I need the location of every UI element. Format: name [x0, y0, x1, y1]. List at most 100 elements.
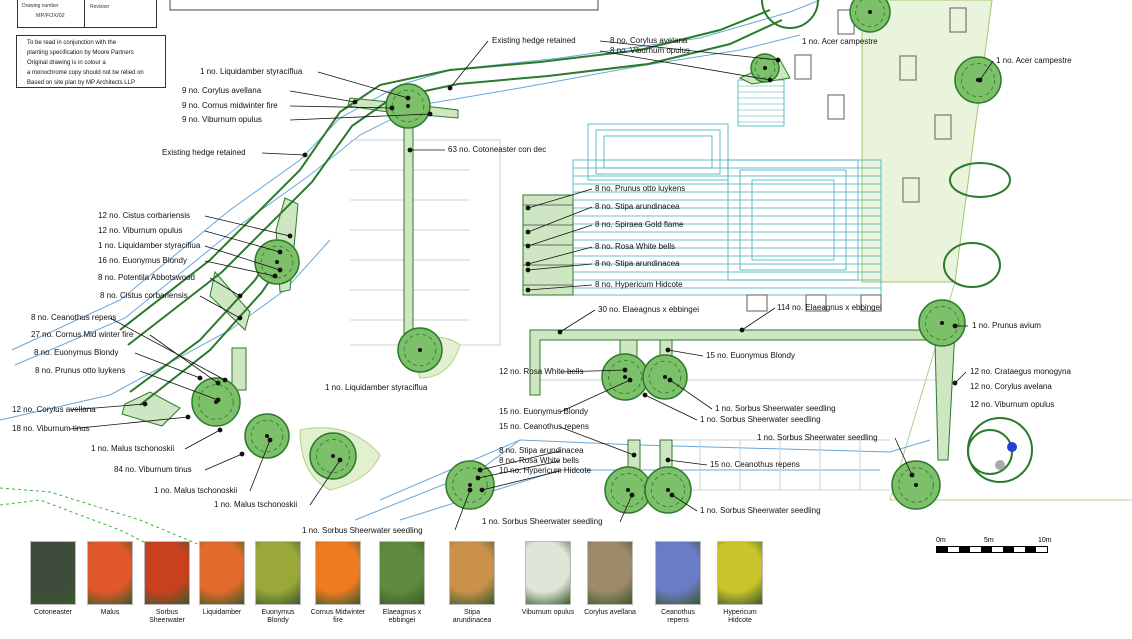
plant-name: Sorbus Sheerwater	[149, 609, 185, 624]
label-malus-1: 1 no. Malus tschonoskii	[91, 444, 175, 453]
label-rosa-8: 8 no. Rosa White bells	[499, 456, 580, 465]
label-viburnum-3: 8 no. Viburnum opulus	[610, 46, 690, 55]
plant-photo	[449, 541, 495, 605]
label-euonymus-15a: 15 no. Euonymus Blondy	[706, 351, 795, 360]
label-hypericum-10: 10 no. Hypericum Hidcote	[499, 466, 592, 475]
leader-line	[204, 260, 276, 277]
label-sorbus-4: 1 no. Sorbus Sheerwater seedling	[700, 506, 821, 515]
drawing-number: MP/FOX/02	[36, 13, 65, 19]
label-liquidamber-3: 1 no. Liquidamber styraciflua	[325, 383, 428, 392]
leader-line	[449, 40, 489, 89]
note-line: a monochrome copy should not be relied o…	[27, 70, 144, 76]
plant-photo	[87, 541, 133, 605]
leader-line	[69, 403, 146, 411]
label-euonymus-1: 16 no. Euonymus Blondy	[98, 256, 187, 265]
note-line: To be read in conjunction with the	[27, 40, 117, 46]
plant-name: Stipa arundinacea	[452, 609, 492, 624]
revision-label: Revision	[90, 4, 110, 10]
label-corylus-2: 12 no. Corylus avellana	[12, 405, 96, 414]
label-rosa-12: 12 no. Rosa White bells	[499, 367, 584, 376]
plant-name: Malus	[100, 609, 120, 616]
label-viburnum-12: 12 no. Viburnum opulus	[970, 400, 1055, 409]
label-cistus-2: 8 no. Cistus corbariensis	[100, 291, 188, 300]
label-elaeagnus-30: 30 no. Elaeagnus x ebbingei	[598, 305, 699, 314]
leader-line	[599, 50, 771, 81]
leader-line	[204, 245, 281, 271]
leader-line	[559, 369, 626, 373]
label-hedge-top: Existing hedge retained	[492, 36, 576, 45]
leader-line	[599, 40, 779, 61]
label-bed-stipa-2: 8 no. Stipa arundinacea	[595, 259, 680, 268]
label-sorbus-1: 1 no. Sorbus Sheerwater seedling	[715, 404, 836, 413]
leader-line	[559, 426, 635, 456]
plant-photo	[315, 541, 361, 605]
label-sorbus-3: 1 no. Sorbus Sheerwater seedling	[757, 433, 878, 442]
label-liquidamber-1: 1 no. Liquidamber styraciflua	[200, 67, 303, 76]
label-viburnum-tinus-1: 18 no. Viburnum tinus	[12, 424, 90, 433]
leader-line	[184, 429, 221, 450]
leader-line	[667, 349, 704, 357]
label-liquidamber-2: 1 no. Liquidamber styracifiua	[98, 241, 201, 250]
label-bed-prunus: 8 no. Prunus otto luykens	[595, 184, 686, 193]
plant-photo	[255, 541, 301, 605]
leader-line	[199, 295, 241, 319]
plant-name: Hypericum Hidcote	[723, 609, 757, 624]
label-stipa-8: 8 no. Stipa arundinacea	[499, 446, 584, 455]
plant-name: Corylus avellana	[584, 609, 636, 616]
leader-line	[477, 460, 561, 479]
legend-item: Cornus Midwinter fire	[310, 541, 366, 625]
label-elaeagnus-114: 114 no. Elaeagnus x ebbingei	[777, 303, 882, 312]
label-crataegus: 12 no. Crataegus monogyna	[970, 367, 1071, 376]
label-ceanothus-15b: 15 no. Ceanothus repens	[710, 460, 800, 469]
plant-name: Cornus Midwinter fire	[310, 609, 366, 624]
plant-photo	[199, 541, 245, 605]
tree-symbol	[849, 0, 891, 33]
legend-item: Euonymus Blondy	[250, 541, 306, 625]
label-sorbus-5: 1 no. Sorbus Sheerwater seedling	[482, 517, 603, 526]
label-corylus-1: 9 no. Corylus avellana	[182, 86, 262, 95]
legend-item: Hypericum Hidcote	[712, 541, 768, 625]
plant-name: Liquidamber	[202, 609, 242, 616]
scale-tick-5: 5m	[984, 537, 994, 544]
label-bed-spiraea: 8 no. Spiraea Gold flame	[595, 220, 684, 229]
label-euonymus-15b: 15 no. Euonymus Blondy	[499, 407, 588, 416]
label-prunus-avium: 1 no. Prunus avium	[972, 321, 1041, 330]
legend-item: Cotoneaster	[25, 541, 81, 617]
label-euonymus-2: 8 no. Euonymus Blondy	[34, 348, 119, 357]
legend-item: Sorbus Sheerwater	[139, 541, 195, 625]
label-cornus-1: 9 no. Cornus midwinter fire	[182, 101, 278, 110]
plant-photo	[587, 541, 633, 605]
leader-line	[204, 215, 291, 237]
legend-item: Elaeagnus x ebbingei	[374, 541, 430, 625]
leader-line	[289, 105, 393, 109]
leader-line	[741, 307, 776, 331]
label-hedge-left: Existing hedge retained	[162, 148, 246, 157]
label-cornus-2: 27 no. Cornus Mid winter fire	[31, 330, 134, 339]
legend-item: Liquidamber	[194, 541, 250, 617]
leader-line	[894, 437, 913, 476]
leader-line	[69, 416, 189, 430]
note-line: Based on site plan by MP Architects LLP	[27, 80, 135, 86]
label-bed-stipa-1: 8 no. Stipa arundinacea	[595, 202, 680, 211]
leader-line	[667, 459, 708, 466]
leader-line	[481, 470, 561, 491]
plant-photo	[717, 541, 763, 605]
leader-line	[134, 352, 201, 379]
leader-line	[309, 459, 341, 506]
scale-bar: 0m 5m 10m	[936, 537, 1054, 559]
scale-tick-0: 0m	[936, 537, 946, 544]
label-sorbus-6: 1 no. Sorbus Sheerwater seedling	[302, 526, 423, 535]
leader-line	[454, 489, 471, 531]
plant-name: Viburnum opulus	[521, 609, 575, 616]
legend-item: Ceanothus repens	[650, 541, 706, 625]
leader-line	[527, 284, 593, 291]
note-line: planting specification by Moore Partners	[27, 50, 134, 56]
plant-name: Ceanothus repens	[661, 609, 695, 624]
label-ceanothus-1: 8 no. Ceanothus repens	[31, 313, 117, 322]
leader-line	[289, 113, 431, 121]
leader-line	[204, 230, 281, 253]
leader-line	[527, 246, 593, 265]
plant-photo	[525, 541, 571, 605]
leader-line	[559, 309, 596, 333]
leader-line	[209, 277, 241, 297]
